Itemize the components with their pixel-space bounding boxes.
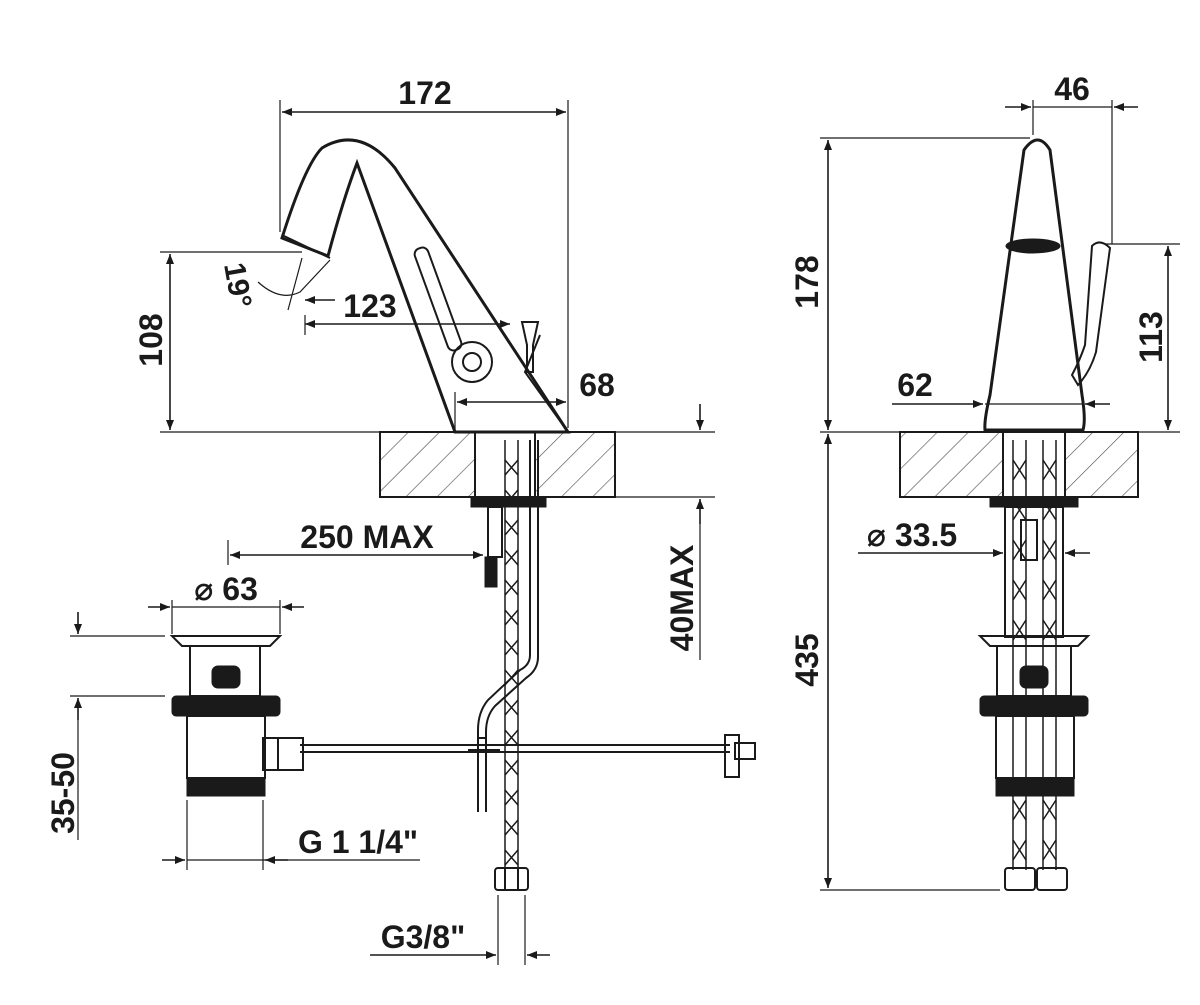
dim-reach-123: 123 — [343, 288, 396, 324]
dim-base-68: 68 — [579, 367, 615, 403]
faucet-body-side — [280, 138, 571, 434]
dim-below-435: 435 — [789, 633, 825, 686]
dim-lever-113: 113 — [1133, 311, 1169, 363]
dim-height-178: 178 — [789, 255, 825, 308]
front-view: 46 178 113 62 ⌀ 33.5 435 — [789, 71, 1180, 891]
dim-thread-g38: G3/8" — [381, 919, 466, 955]
dim-top-46: 46 — [1054, 71, 1090, 107]
countertop-section-front — [820, 431, 1180, 498]
dim-popup-250max: 250 MAX — [300, 519, 434, 555]
dim-waste-dia-63: ⌀ 63 — [194, 571, 258, 607]
side-view: 172 108 19° 123 68 40MAX 250 MAX ⌀ 63 35… — [45, 75, 756, 965]
front-dimensions — [820, 100, 1180, 891]
popup-waste — [169, 635, 304, 797]
dim-base-62: 62 — [897, 367, 933, 403]
dim-thread-g114: G 1 1/4" — [298, 824, 418, 860]
side-dimensions — [70, 100, 704, 965]
dim-height-108: 108 — [133, 313, 169, 366]
dim-width-172: 172 — [398, 75, 451, 111]
dim-waste-35-50: 35-50 — [45, 752, 81, 834]
dim-deck-40max: 40MAX — [664, 544, 700, 651]
countertop-section-side — [160, 431, 715, 498]
faucet-body-front — [983, 138, 1112, 432]
shank-assembly-front — [977, 440, 1091, 891]
dim-hole-33-5: ⌀ 33.5 — [867, 517, 957, 553]
dim-angle-19: 19° — [217, 260, 257, 310]
shank-assembly-side — [300, 440, 756, 891]
